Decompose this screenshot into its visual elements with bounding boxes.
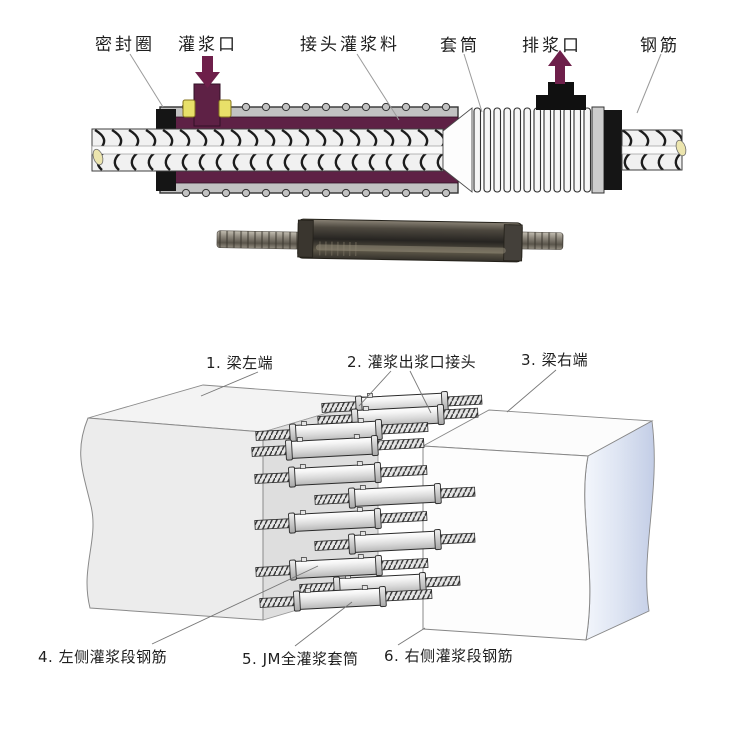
beam-right-cut-face (584, 420, 655, 641)
right-seal-ring (604, 110, 622, 190)
rebar-right (621, 129, 687, 171)
label-beam-right-end: 3. 梁右端 (521, 351, 589, 369)
grout-outlet-cap (536, 82, 586, 110)
rebar-right-end-cap (675, 139, 687, 157)
rebar-left-end-cap (92, 148, 104, 166)
label-grout-outlet: 排浆口 (522, 36, 582, 56)
label-joint-grout: 接头灌浆料 (300, 35, 400, 55)
label-grout-inlet: 灌浆口 (178, 35, 238, 55)
sleeve-taper (442, 107, 473, 193)
label-jm-full-grout-sleeve: 5. JM全灌浆套筒 (242, 650, 359, 668)
assembly-leader-lines (151, 369, 557, 647)
label-left-grout-rebar: 4. 左侧灌浆段钢筋 (38, 648, 168, 666)
grout-outlet-arrow-icon (548, 50, 572, 84)
rebar-left (91, 128, 444, 172)
label-sleeve: 套筒 (440, 36, 480, 56)
label-seal-ring: 密封圈 (95, 35, 155, 55)
label-right-grout-rebar: 6. 右侧灌浆段钢筋 (384, 647, 514, 665)
grout-inlet-port (193, 83, 221, 127)
beam-joint-3d-view (80, 369, 655, 647)
sleeve-photo (216, 218, 564, 263)
grout-inlet-arrow-icon (195, 56, 220, 88)
cross-section-leader-lines (129, 53, 662, 121)
inlet-flange-right (218, 99, 232, 118)
sleeve-end-plate (591, 106, 605, 194)
label-beam-left-end: 1. 梁左端 (206, 354, 274, 372)
beam-right-block (421, 409, 655, 641)
sleeve-cross-section (91, 50, 687, 198)
corrugated-sleeve (473, 107, 592, 193)
label-rebar: 钢筋 (640, 36, 680, 56)
label-grout-outlet-joint: 2. 灌浆出浆口接头 (347, 353, 477, 371)
inlet-flange-left (182, 99, 196, 118)
